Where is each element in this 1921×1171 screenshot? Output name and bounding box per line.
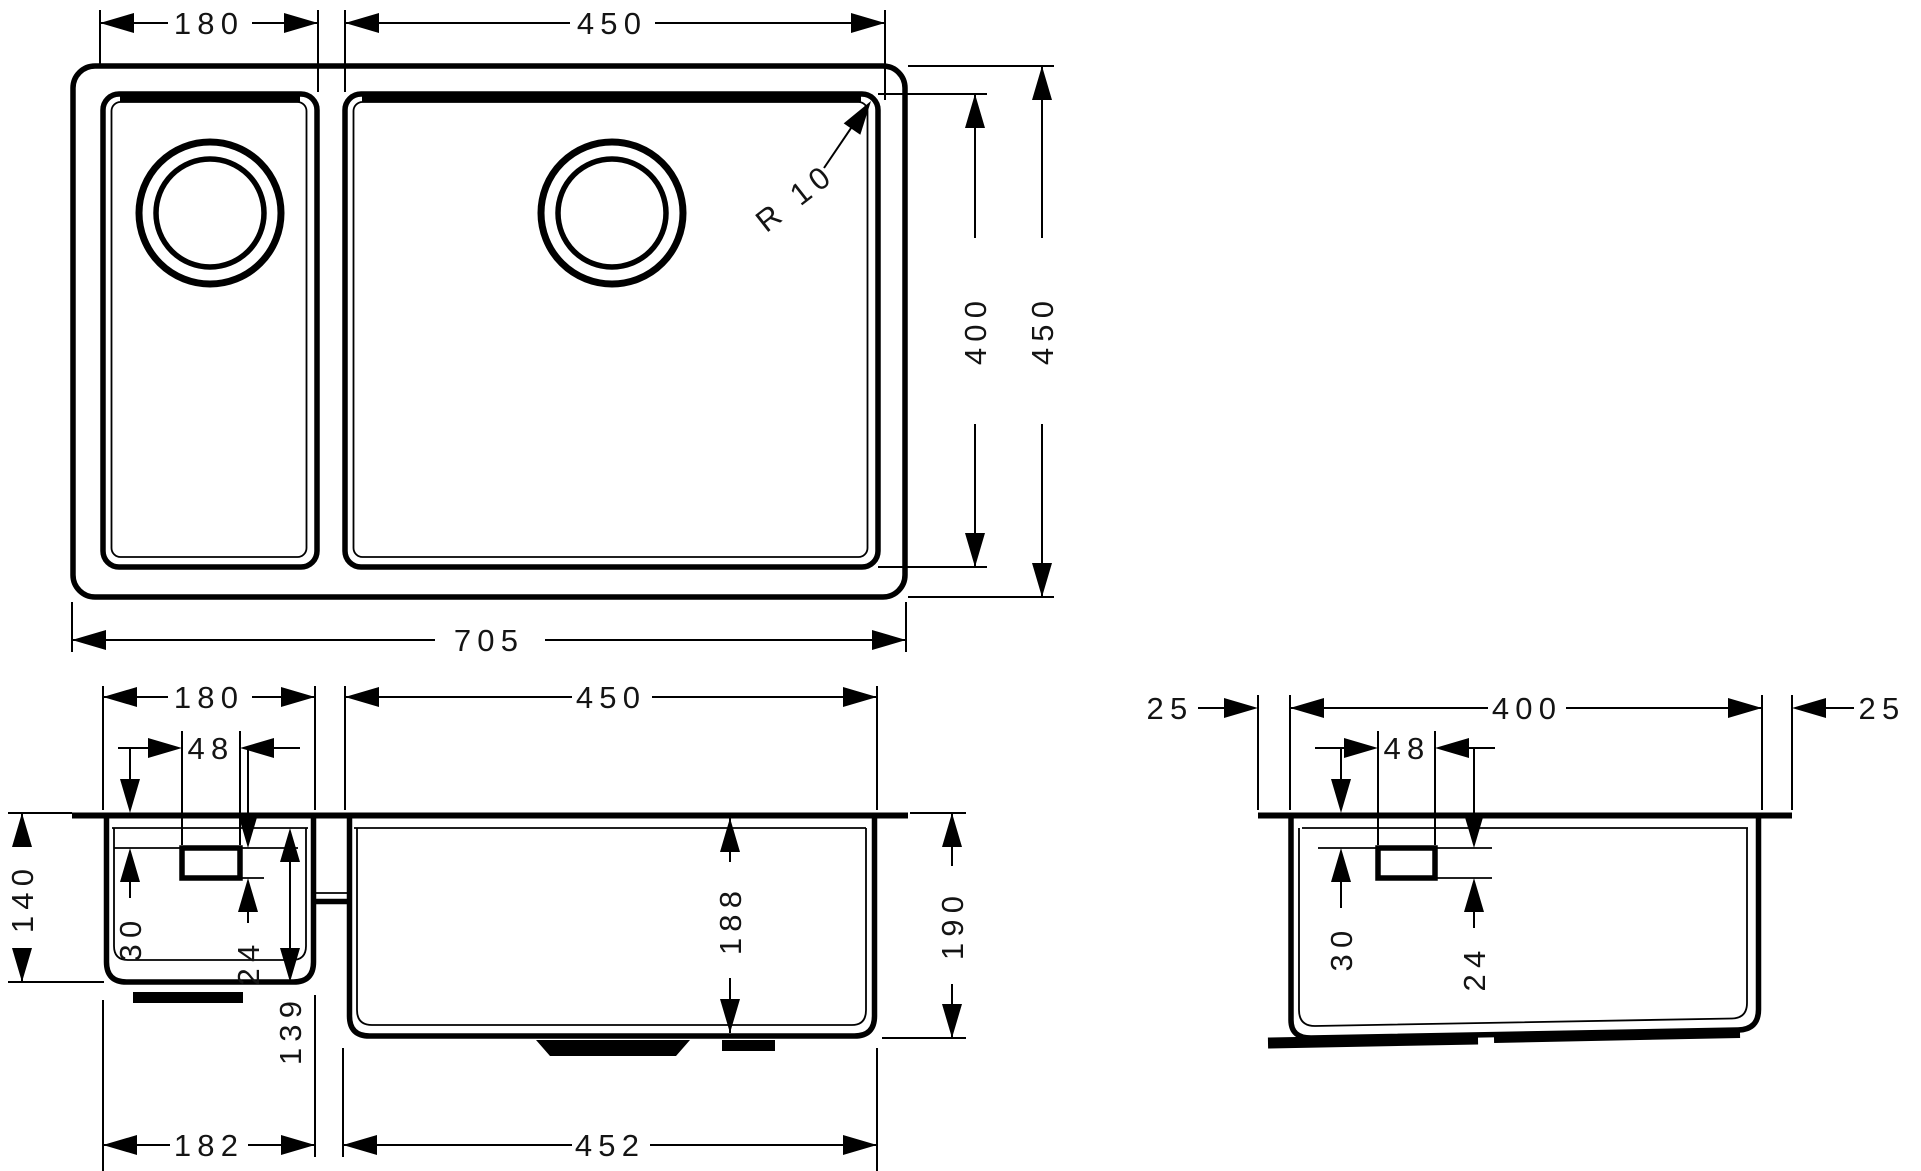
dimension-label: 705 [454,623,524,658]
plan-dim-outer-depth: 450 [908,65,1060,598]
dimension-label: 450 [1025,295,1060,365]
dimension-label: 450 [577,6,647,41]
plan-dim-basin-depth: 400 [878,93,993,568]
front-dim-basin-large-bottom-width: 452 [342,1048,878,1171]
dimension-label: 140 [5,863,40,933]
dimension-label: 30 [1324,925,1359,972]
front-dim-overflow-height: 24 [231,748,266,985]
side-gasket-right [1493,1028,1741,1043]
plan-dim-total-width: 705 [71,602,907,658]
dimension-label: 182 [174,1128,244,1163]
front-dim-basin-small-inner-depth: 139 [273,828,308,1065]
dimension-label: 180 [174,680,244,715]
dimension-label: 48 [1384,731,1431,766]
dimension-label: 24 [1457,945,1492,992]
side-dim-overflow-width: 48 [1315,731,1495,845]
dimension-lines [1198,695,1854,810]
front-dim-basin-large-width: 450 [344,680,878,810]
dimension-label: 188 [713,885,748,955]
front-gasket-large-2 [722,1040,775,1051]
plan-dim-basin-large-width: 450 [344,6,886,100]
dimension-label: 24 [231,939,266,986]
front-gasket-small [133,992,243,1003]
plan-sink-outline [70,63,908,600]
front-gasket-large [536,1040,690,1056]
dimension-arrowheads [280,828,300,982]
dimension-lines [1315,731,1495,845]
dimension-arrowheads [1344,738,1469,758]
plan-basin-small-outline [100,91,320,570]
rim-overhang-left-label: 25 [1147,691,1194,726]
dimension-lines [908,65,1054,598]
plan-dim-basin-small-width: 180 [99,6,319,92]
dimension-arrowheads [1331,779,1351,882]
leader-arrowhead [843,101,871,135]
front-dim-overflow-offset: 30 [113,748,148,961]
plan-drain-small [135,138,285,288]
dimension-label: 190 [935,890,970,960]
dimension-arrowheads [238,814,258,912]
dimension-label: 30 [113,915,148,962]
plan-dim-corner-radius: R 10 [749,101,871,239]
dimension-lines [878,93,987,568]
front-basin-large-inner-line [356,828,867,1026]
front-basin-small-outline [103,818,317,985]
plan-basin-large-inner-line [352,101,869,558]
front-basin-small-inner-line [113,828,307,961]
dimension-lines [344,686,878,810]
dimension-label: 180 [174,6,244,41]
side-extension-ticks [1318,847,1492,879]
dimension-arrowheads [120,779,140,882]
front-extension-ticks [114,847,298,879]
side-gasket-left [1267,1033,1479,1049]
drain-outer-ring [135,138,285,288]
side-overflow-hole [1375,845,1438,881]
plan-rim-outline [70,63,908,600]
drain-inner-ring [153,156,267,270]
front-dim-basin-small-width: 180 [102,680,316,810]
front-dim-basin-large-inner-depth: 188 [713,818,748,1033]
dimension-lines [71,602,907,652]
side-basin-inner-line [1298,828,1748,1027]
dimension-label: 450 [576,680,646,715]
plan-drain-large [537,138,687,288]
side-dim-overflow-offset: 30 [1324,748,1359,971]
side-sink-outline [1258,812,1792,1049]
front-sink-outline [72,812,908,1056]
dimension-label: 452 [575,1128,645,1163]
dimension-lines [344,10,886,100]
basin-length-label: 400 [1492,691,1562,726]
front-dim-basin-large-depth: 190 [882,812,970,1039]
dimension-label: 400 [958,295,993,365]
side-view: 25 400 25 48 30 24 [1147,691,1906,1049]
side-basin-outline [1288,818,1762,1041]
front-dim-basin-small-depth: 140 [5,812,104,983]
front-basin-large-outline [346,818,878,1039]
dimension-label: 139 [273,995,308,1065]
radius-label: R 10 [749,156,842,239]
dimension-label: 48 [188,731,235,766]
plan-view: 180 450 R 10 400 450 705 [70,6,1060,658]
front-overflow-hole [179,845,243,881]
side-dim-rim-and-length-chain: 25 400 25 [1147,691,1906,810]
drain-inner-ring [555,156,669,270]
dimension-lines [342,1048,878,1171]
dimension-arrowheads [1464,814,1484,912]
dimension-lines [118,731,300,845]
side-dim-overflow-height: 24 [1457,748,1492,991]
drain-outer-ring [537,138,687,288]
front-dim-basin-small-bottom-width: 182 [102,995,316,1171]
rim-overhang-right-label: 25 [1859,691,1906,726]
plan-basin-small-inner-line [110,101,308,558]
front-view: 180 450 48 140 30 24 [5,680,970,1171]
dimension-arrowheads [12,813,32,982]
plan-basin-large-outline [342,91,881,570]
